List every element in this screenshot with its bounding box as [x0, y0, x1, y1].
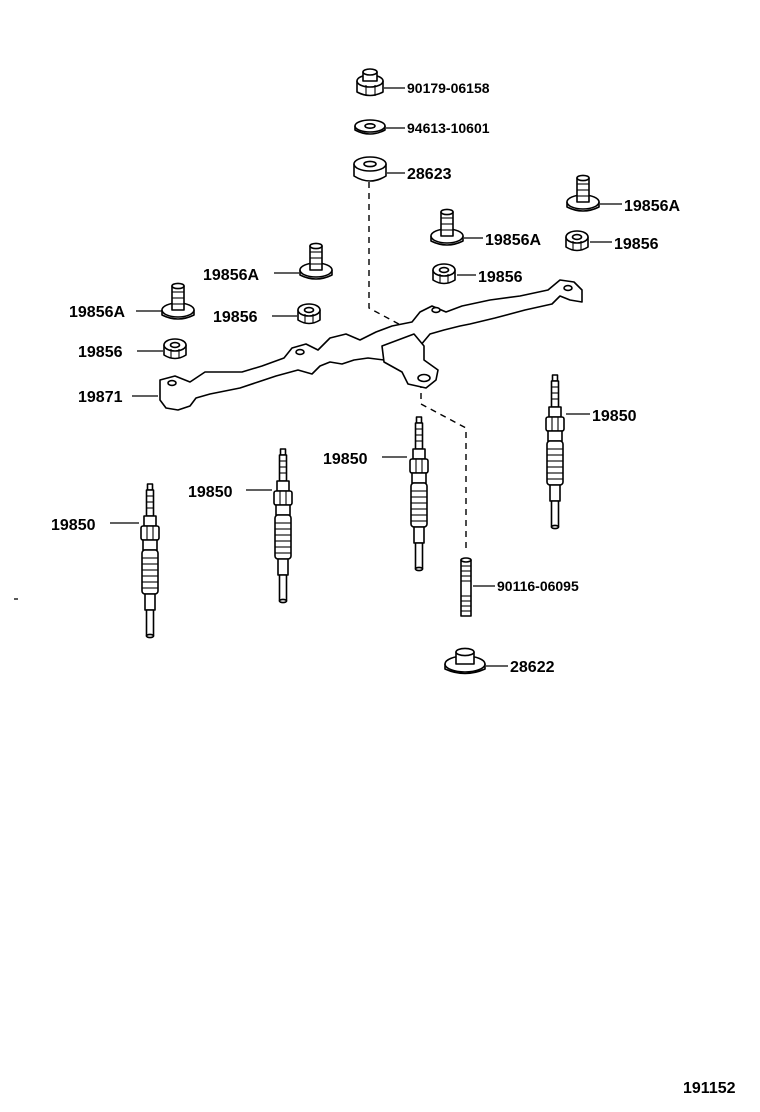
figure-number: 191152: [683, 1080, 736, 1097]
glow-plug-19850-r-icon: [545, 374, 565, 530]
assembly-line-lower: [420, 403, 467, 548]
label-19850-r: 19850: [592, 408, 637, 425]
stud-90116-icon: [460, 557, 472, 617]
label-94613-10601: 94613-10601: [407, 120, 490, 136]
label-19856-l2: 19856: [78, 344, 123, 361]
label-19850-m: 19850: [188, 484, 233, 501]
glow-plug-19850-m-icon: [273, 448, 293, 604]
spacer-28623-icon: [353, 156, 387, 182]
label-19850-l: 19850: [51, 517, 96, 534]
label-19871: 19871: [78, 389, 123, 406]
label-19856-l1: 19856: [213, 309, 258, 326]
hex-nut-19856-l1-icon: [297, 303, 321, 325]
hex-nut-19856-l2-icon: [163, 338, 187, 360]
flange-stud-19856a-l1-icon: [299, 242, 333, 280]
washer-94613-icon: [354, 119, 386, 135]
spacer-28622-icon: [444, 647, 486, 675]
label-90116-06095: 90116-06095: [497, 578, 579, 594]
flange-stud-19856a-r1-icon: [566, 174, 600, 212]
label-28622: 28622: [510, 659, 555, 676]
label-19856a-r2: 19856A: [485, 232, 541, 249]
glow-plug-19850-c-icon: [409, 416, 429, 572]
hex-nut-19856-r2-icon: [432, 263, 456, 285]
label-19856a-r1: 19856A: [624, 198, 680, 215]
label-19850-c: 19850: [323, 451, 368, 468]
label-19856-r2: 19856: [478, 269, 523, 286]
label-19856a-l2: 19856A: [69, 304, 125, 321]
label-19856a-l1: 19856A: [203, 267, 259, 284]
hex-nut-19856-r1-icon: [565, 230, 589, 252]
nut-90179-icon: [356, 68, 384, 97]
label-90179-06158: 90179-06158: [407, 80, 490, 96]
label-28623: 28623: [407, 166, 452, 183]
label-19856-r1: 19856: [614, 236, 659, 253]
flange-stud-19856a-l2-icon: [161, 282, 195, 320]
busbar-19871: [159, 279, 583, 411]
flange-stud-19856a-r2-icon: [430, 208, 464, 246]
assembly-line-upper: [368, 182, 422, 400]
glow-plug-19850-l-icon: [140, 483, 160, 639]
